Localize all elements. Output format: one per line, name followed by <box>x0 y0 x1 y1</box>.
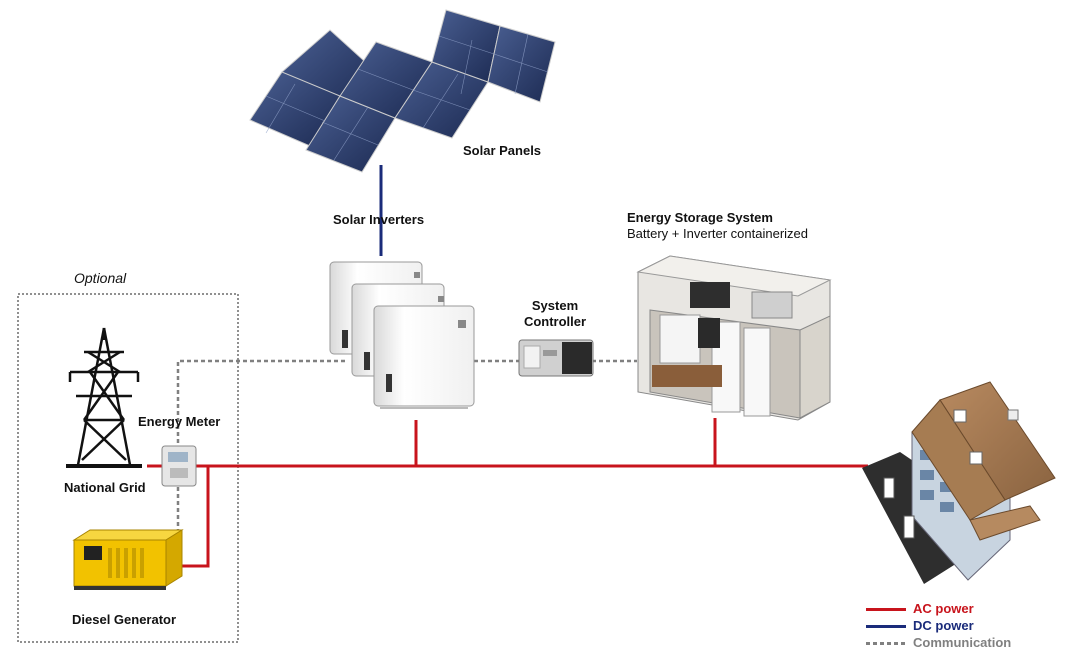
legend-ac-label: AC power <box>913 601 974 616</box>
optional-box <box>17 293 239 643</box>
diesel-generator-label: Diesel Generator <box>72 612 177 627</box>
system-controller-label-line1: System <box>531 298 579 313</box>
legend-dc-label: DC power <box>913 618 974 633</box>
legend-ac: AC power <box>866 601 1066 617</box>
legend-ac-swatch <box>866 608 906 611</box>
legend-comm-swatch <box>866 642 906 645</box>
legend-comm-label: Communication <box>913 635 1012 650</box>
solar-inverter-stack-icon <box>329 261 475 409</box>
legend-comm: Communication <box>866 635 1066 651</box>
energy-meter-label: Energy Meter <box>138 414 221 429</box>
ess-subtitle: Battery + Inverter containerized <box>627 226 809 241</box>
ess-title: Energy Storage System <box>627 210 773 225</box>
legend-dc: DC power <box>866 618 1066 634</box>
ac-lines <box>147 418 868 568</box>
national-grid-label: National Grid <box>64 480 146 495</box>
energy-meter-icon <box>161 445 197 487</box>
solar-inverters-label: Solar Inverters <box>333 212 425 227</box>
system-controller-label-line2: Controller <box>523 314 587 329</box>
transmission-tower-icon <box>66 327 142 468</box>
optional-label: Optional <box>74 270 127 286</box>
comm-lines <box>168 359 637 572</box>
legend-dc-swatch <box>866 625 906 628</box>
solar-panels-label: Solar Panels <box>463 143 542 158</box>
battery-container-icon <box>636 255 832 421</box>
solar-panel-array-icon <box>249 9 556 173</box>
diesel-generator-icon <box>72 529 184 590</box>
commercial-building-icon <box>862 381 1056 584</box>
system-controller-device-icon <box>518 339 594 377</box>
